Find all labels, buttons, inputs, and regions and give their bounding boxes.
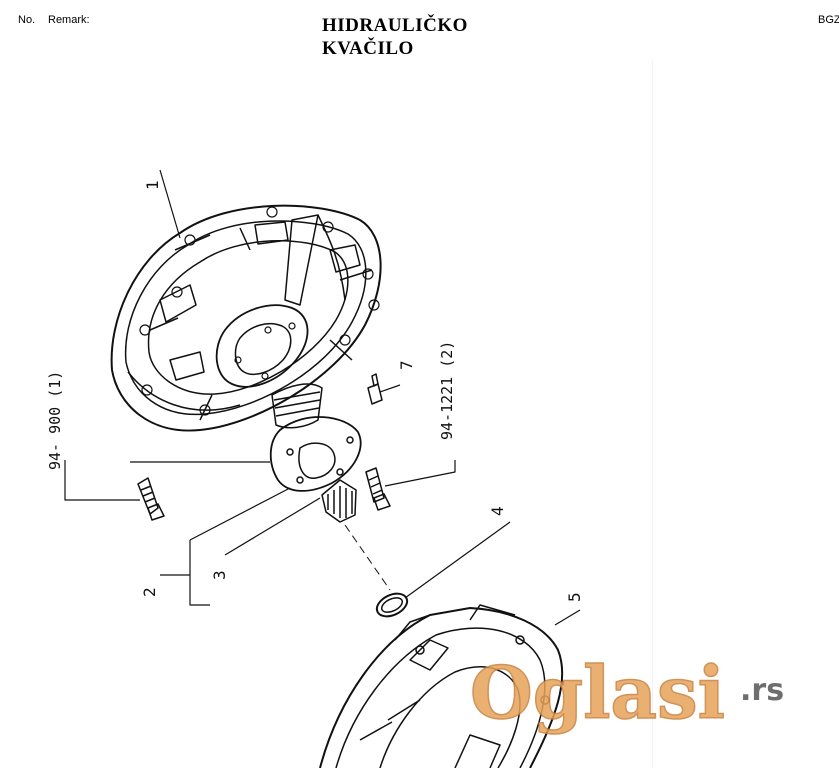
oglasi-watermark: Oglasi .rs <box>469 649 784 736</box>
callout-3: 3 <box>210 570 229 580</box>
reference-right: 94-1221 (2) <box>438 341 456 440</box>
pin-part-7 <box>367 373 383 405</box>
hub-flange <box>269 383 362 492</box>
clutch-pressure-plate <box>110 204 382 432</box>
leader-lines <box>64 169 581 626</box>
title-line-2: KVAČILO <box>322 38 414 59</box>
page-divider <box>652 60 653 768</box>
bolt-right <box>365 467 391 511</box>
assembly-axis <box>344 524 391 591</box>
title-line-1: HIDRAULIČKO <box>322 15 468 36</box>
callout-2: 2 <box>140 587 159 597</box>
o-ring <box>375 592 409 618</box>
watermark-brand: Oglasi <box>470 650 725 735</box>
watermark-tld: .rs <box>740 673 784 708</box>
transmission-housing <box>319 604 564 768</box>
page-title: HIDRAULIČKO KVAČILO <box>322 14 468 60</box>
no-label: No. <box>18 14 36 26</box>
callout-7: 7 <box>397 360 416 370</box>
splined-sleeve <box>321 479 357 523</box>
callout-1: 1 <box>143 180 162 190</box>
reference-left: 94- 900 (1) <box>46 371 64 470</box>
bolt-left <box>137 477 165 521</box>
plate-bolt-holes <box>139 206 380 416</box>
remark-label: Remark: <box>48 14 90 26</box>
callout-4: 4 <box>488 506 507 516</box>
code-label: BGZ <box>818 14 839 26</box>
callout-5: 5 <box>565 592 584 602</box>
